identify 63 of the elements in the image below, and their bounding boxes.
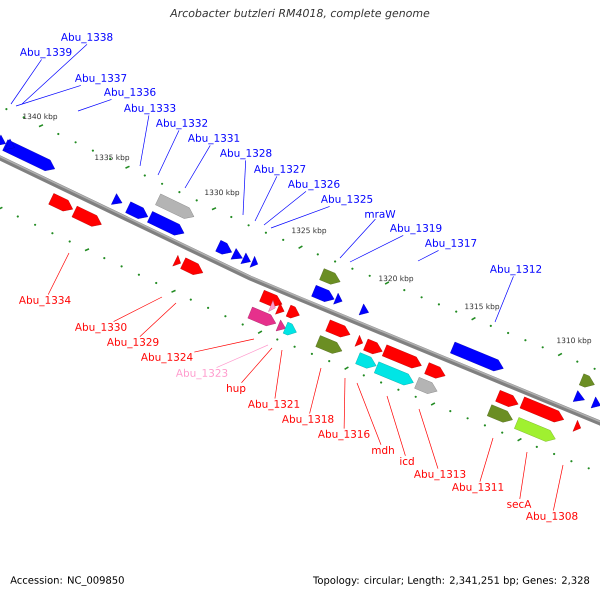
- gene-label: Abu_1326: [288, 180, 340, 190]
- gene-label: Abu_1318: [282, 414, 334, 426]
- leader-line: [340, 218, 376, 258]
- gene-label: mraW: [365, 210, 396, 218]
- gene-label: Abu_1319: [390, 224, 442, 234]
- leader-line: [553, 464, 564, 511]
- gene-label: Abu_1331: [188, 134, 240, 144]
- leader-line: [140, 302, 176, 337]
- gene-label: icd: [400, 456, 414, 466]
- leader-line: [113, 296, 162, 322]
- leader-line: [386, 396, 406, 456]
- leader-line: [264, 191, 306, 226]
- leader-line: [10, 59, 42, 104]
- gene-label: Abu_1321: [248, 400, 300, 410]
- gene-label: Abu_1311: [452, 482, 504, 494]
- leader-line: [480, 438, 494, 482]
- leader-line: [254, 176, 278, 222]
- gene-label: Abu_1328: [220, 148, 272, 160]
- gene-label: Abu_1316: [318, 430, 370, 440]
- footer-text: Accession: NC_009850: [10, 576, 124, 586]
- leader-line: [494, 276, 514, 322]
- leader-line: [216, 344, 268, 368]
- title: Arcobacter butzleri RM4018, complete genome: [170, 8, 430, 20]
- leader-line: [356, 382, 382, 446]
- leader-line: [418, 408, 438, 469]
- gene-label: secA: [507, 500, 532, 508]
- gene-label: Abu_1329: [106, 338, 158, 348]
- gene-label: Abu_1327: [254, 164, 306, 176]
- leader-line: [309, 368, 322, 414]
- leader-line: [184, 145, 211, 188]
- gene-label: Abu_1324: [140, 352, 193, 364]
- gene-label: Abu_1330: [74, 322, 126, 334]
- gene-label: Abu_1339: [20, 48, 72, 58]
- leader-line: [241, 348, 272, 384]
- leader-line: [78, 99, 112, 112]
- leader-line: [16, 85, 82, 106]
- leader-line: [270, 206, 330, 228]
- leader-line: [519, 452, 528, 500]
- gene-label: Abu_1313: [414, 470, 466, 480]
- gene-label: mdh: [372, 446, 394, 454]
- gene-label: Abu_1325: [320, 194, 372, 206]
- gene-label: Abu_1336: [104, 88, 156, 98]
- gene-label: Abu_1332: [156, 118, 208, 130]
- gene-label: hup: [227, 384, 246, 394]
- gene-label: Abu_1308: [526, 512, 578, 522]
- gene-label: Abu_1317: [424, 238, 476, 250]
- leader-line: [418, 250, 439, 262]
- gene-label: Abu_1337: [74, 74, 126, 84]
- gene-label: Abu_1312: [490, 264, 542, 276]
- leader-line: [48, 252, 70, 295]
- footer-text: Topology: circular; Length: 2,341,251 bp; Genes: 2,328: [312, 576, 590, 586]
- leader-line: [22, 44, 88, 104]
- leader-line: [350, 235, 404, 262]
- leader-line: [158, 130, 180, 176]
- gene-label: Abu_1323: [176, 368, 228, 380]
- gene-label: Abu_1334: [18, 296, 71, 306]
- gene-label: Abu_1333: [124, 104, 176, 114]
- gene-label: Abu_1338: [60, 32, 112, 44]
- leader-line: [344, 378, 346, 429]
- leader-line: [194, 338, 254, 352]
- leader-line: [140, 115, 150, 166]
- leader-line: [274, 350, 282, 399]
- leader-line: [242, 160, 246, 216]
